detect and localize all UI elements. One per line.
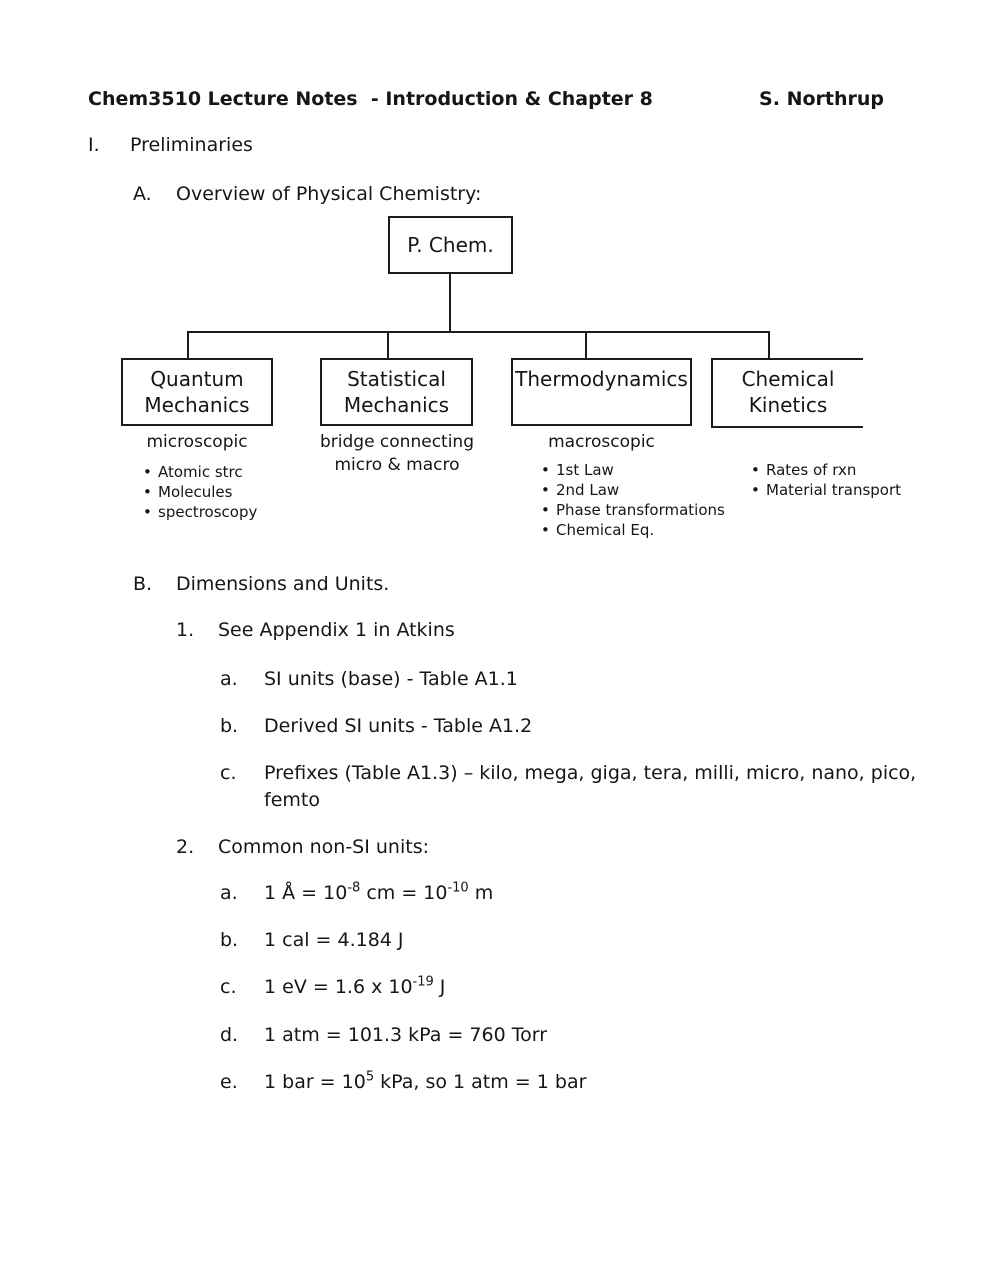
subitem-letter: e. <box>220 1071 238 1093</box>
subitem-letter: c. <box>220 976 237 998</box>
subitem-letter: c. <box>220 762 237 784</box>
bullet-item: 1st Law <box>541 460 725 480</box>
bullet-item: Chemical Eq. <box>541 520 725 540</box>
subitem-text: 1 cal = 4.184 J <box>264 929 404 951</box>
diagram-box-statistical-mechanics: Statistical Mechanics <box>320 358 473 426</box>
connector-stub-thermodynamics <box>585 331 587 358</box>
section-label: Overview of Physical Chemistry: <box>176 183 482 205</box>
section-number: A. <box>133 183 152 205</box>
bullet-list-kinetics: Rates of rxnMaterial transport <box>751 460 901 500</box>
item-appendix: 1. See Appendix 1 in Atkins <box>176 617 455 644</box>
bullet-item: spectroscopy <box>143 502 257 522</box>
subitem-angstrom: a. 1 Å = 10-8 cm = 10-10 m <box>220 880 493 907</box>
caption-microscopic: microscopic <box>146 432 248 452</box>
diagram-box-pchem: P. Chem. <box>388 216 513 274</box>
section-label: Preliminaries <box>130 134 253 156</box>
item-label: Common non-SI units: <box>218 836 429 858</box>
caption-macroscopic: macroscopic <box>548 432 655 452</box>
caption-bridge: bridge connecting micro & macro <box>319 432 474 475</box>
subitem-letter: a. <box>220 668 238 690</box>
diagram-box-quantum-mechanics: Quantum Mechanics <box>121 358 273 426</box>
connector-stub-statistical <box>387 331 389 358</box>
subitem-text: 1 bar = 105 kPa, so 1 atm = 1 bar <box>264 1069 587 1093</box>
doc-title: Chem3510 Lecture Notes - Introduction & … <box>88 88 653 110</box>
item-number: 1. <box>176 619 195 641</box>
item-number: 2. <box>176 836 195 858</box>
subitem-letter: d. <box>220 1024 239 1046</box>
subitem-atmosphere: d. 1 atm = 101.3 kPa = 760 Torr <box>220 1022 547 1049</box>
section-overview: A. Overview of Physical Chemistry: <box>133 181 481 208</box>
document-header: Chem3510 Lecture Notes - Introduction & … <box>88 86 884 113</box>
subitem-si-units: a. SI units (base) - Table A1.1 <box>220 666 518 693</box>
subitem-electronvolt: c. 1 eV = 1.6 x 10-19 J <box>220 974 445 1001</box>
subitem-letter: a. <box>220 882 238 904</box>
subitem-prefixes: c. Prefixes (Table A1.3) – kilo, mega, g… <box>220 760 944 814</box>
subitem-text: Derived SI units - Table A1.2 <box>264 715 533 737</box>
subitem-text: Prefixes (Table A1.3) – kilo, mega, giga… <box>264 762 917 811</box>
bullet-item: 2nd Law <box>541 480 725 500</box>
item-non-si-units: 2. Common non-SI units: <box>176 834 429 861</box>
subitem-text: 1 eV = 1.6 x 10-19 J <box>264 974 446 998</box>
connector-stub-kinetics <box>768 331 770 358</box>
section-preliminaries: I. Preliminaries <box>88 132 253 159</box>
section-label: Dimensions and Units. <box>176 573 390 595</box>
diagram-box-chemical-kinetics: Chemical Kinetics <box>711 358 863 428</box>
bullet-item: Molecules <box>143 482 257 502</box>
diagram-box-thermodynamics: Thermodynamics <box>511 358 692 426</box>
section-number: I. <box>88 134 100 156</box>
subitem-text: SI units (base) - Table A1.1 <box>264 668 518 690</box>
connector-line-horizontal <box>187 331 770 333</box>
bullet-item: Phase transformations <box>541 500 725 520</box>
item-label: See Appendix 1 in Atkins <box>218 619 455 641</box>
subitem-calorie: b. 1 cal = 4.184 J <box>220 927 404 954</box>
subitem-text: 1 atm = 101.3 kPa = 760 Torr <box>264 1024 548 1046</box>
bullet-list-thermodynamics: 1st Law2nd LawPhase transformationsChemi… <box>541 460 725 540</box>
subitem-bar: e. 1 bar = 105 kPa, so 1 atm = 1 bar <box>220 1069 586 1096</box>
subitem-text: 1 Å = 10-8 cm = 10-10 m <box>264 880 494 904</box>
subitem-letter: b. <box>220 929 239 951</box>
doc-author: S. Northrup <box>759 88 884 110</box>
bullet-list-quantum: Atomic strcMoleculesspectroscopy <box>143 462 257 522</box>
section-number: B. <box>133 573 153 595</box>
section-dimensions: B. Dimensions and Units. <box>133 571 389 598</box>
subitem-derived-si: b. Derived SI units - Table A1.2 <box>220 713 532 740</box>
subitem-letter: b. <box>220 715 239 737</box>
connector-stub-quantum <box>187 331 189 358</box>
bullet-item: Material transport <box>751 480 901 500</box>
bullet-item: Rates of rxn <box>751 460 901 480</box>
connector-line-vertical <box>449 274 451 331</box>
bullet-item: Atomic strc <box>143 462 257 482</box>
